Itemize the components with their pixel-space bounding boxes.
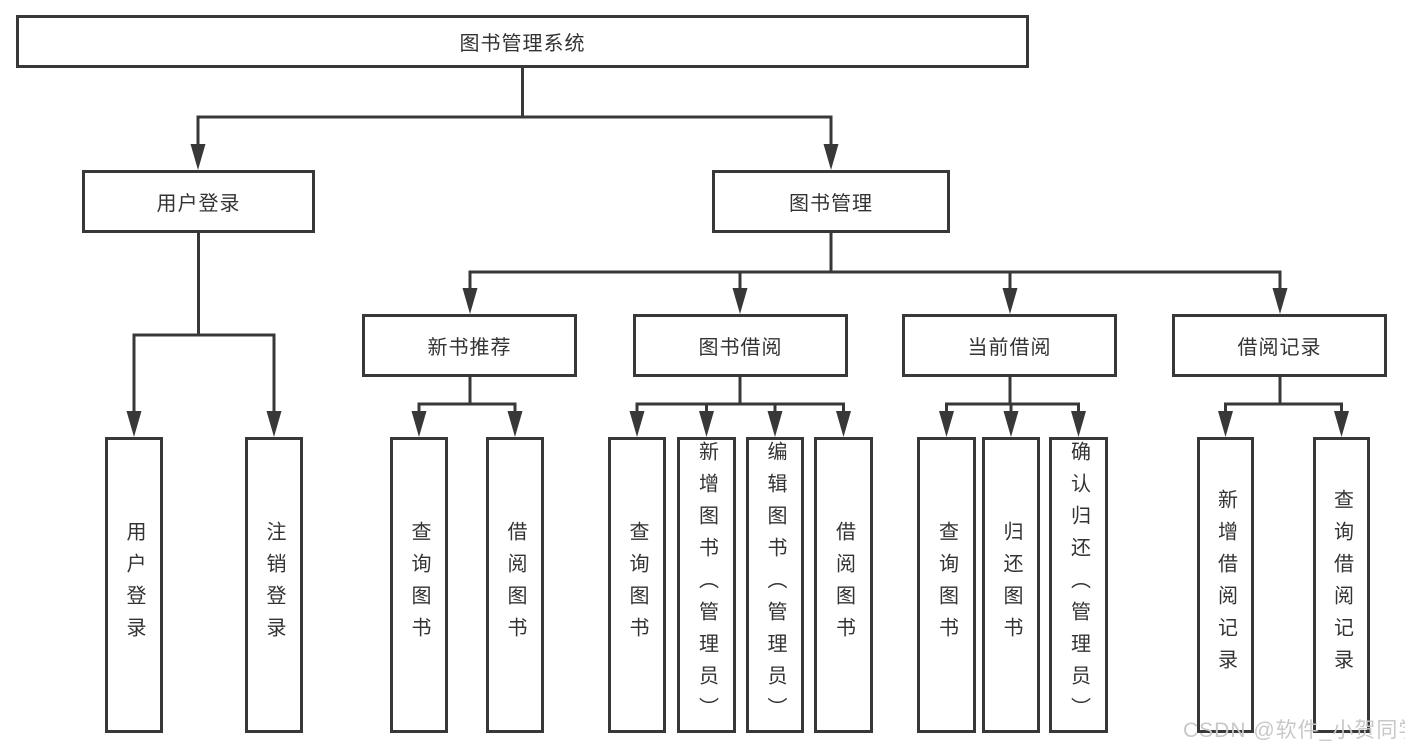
leaf-query-books-recommend-label: 查询图书 [408, 521, 430, 649]
node-borrowing-records: 借阅记录 [1172, 314, 1387, 377]
leaf-confirm-return-admin: 确认归还（管理员） [1049, 437, 1108, 733]
leaf-return-book: 归还图书 [982, 437, 1040, 733]
leaf-add-borrow-record-label: 新增借阅记录 [1214, 489, 1237, 681]
leaf-edit-book-admin-label: 编辑图书（管理员） [764, 441, 786, 729]
node-book-borrowing: 图书借阅 [633, 314, 848, 377]
node-borrowing-records-label: 借阅记录 [1237, 337, 1322, 359]
leaf-query-books-recommend: 查询图书 [390, 437, 448, 733]
node-new-book-recommend-label: 新书推荐 [427, 337, 512, 359]
leaf-confirm-return-admin-label: 确认归还（管理员） [1067, 441, 1090, 729]
leaf-user-login: 用户登录 [105, 437, 163, 733]
leaf-query-books-borrowing: 查询图书 [608, 437, 666, 733]
node-current-borrowing: 当前借阅 [902, 314, 1117, 377]
csdn-watermark: CSDN @软件_小贺同学 [1183, 719, 1405, 742]
leaf-query-borrow-record: 查询借阅记录 [1313, 437, 1370, 733]
node-book-management: 图书管理 [712, 170, 950, 233]
leaf-query-books-borrowing-label: 查询图书 [626, 521, 648, 649]
leaf-add-book-admin-label: 新增图书（管理员） [695, 441, 718, 729]
leaf-edit-book-admin: 编辑图书（管理员） [746, 437, 804, 733]
leaf-logout-label: 注销登录 [263, 521, 285, 649]
node-user-login: 用户登录 [82, 170, 315, 233]
leaf-borrow-books-borrowing: 借阅图书 [814, 437, 873, 733]
leaf-logout: 注销登录 [245, 437, 303, 733]
leaf-query-books-current: 查询图书 [917, 437, 976, 733]
node-user-login-label: 用户登录 [156, 193, 241, 215]
node-root: 图书管理系统 [16, 15, 1029, 68]
leaf-query-books-current-label: 查询图书 [935, 521, 958, 649]
node-current-borrowing-label: 当前借阅 [967, 337, 1052, 359]
leaf-add-book-admin: 新增图书（管理员） [677, 437, 736, 733]
node-book-borrowing-label: 图书借阅 [698, 337, 783, 359]
node-new-book-recommend: 新书推荐 [362, 314, 577, 377]
node-root-label: 图书管理系统 [459, 33, 586, 55]
leaf-query-borrow-record-label: 查询借阅记录 [1330, 489, 1353, 681]
leaf-user-login-label: 用户登录 [123, 521, 145, 649]
leaf-add-borrow-record: 新增借阅记录 [1197, 437, 1254, 733]
leaf-borrow-books-recommend-label: 借阅图书 [504, 521, 526, 649]
leaf-return-book-label: 归还图书 [1000, 521, 1022, 649]
leaf-borrow-books-recommend: 借阅图书 [486, 437, 544, 733]
node-book-management-label: 图书管理 [789, 193, 873, 215]
leaf-borrow-books-borrowing-label: 借阅图书 [832, 521, 855, 649]
